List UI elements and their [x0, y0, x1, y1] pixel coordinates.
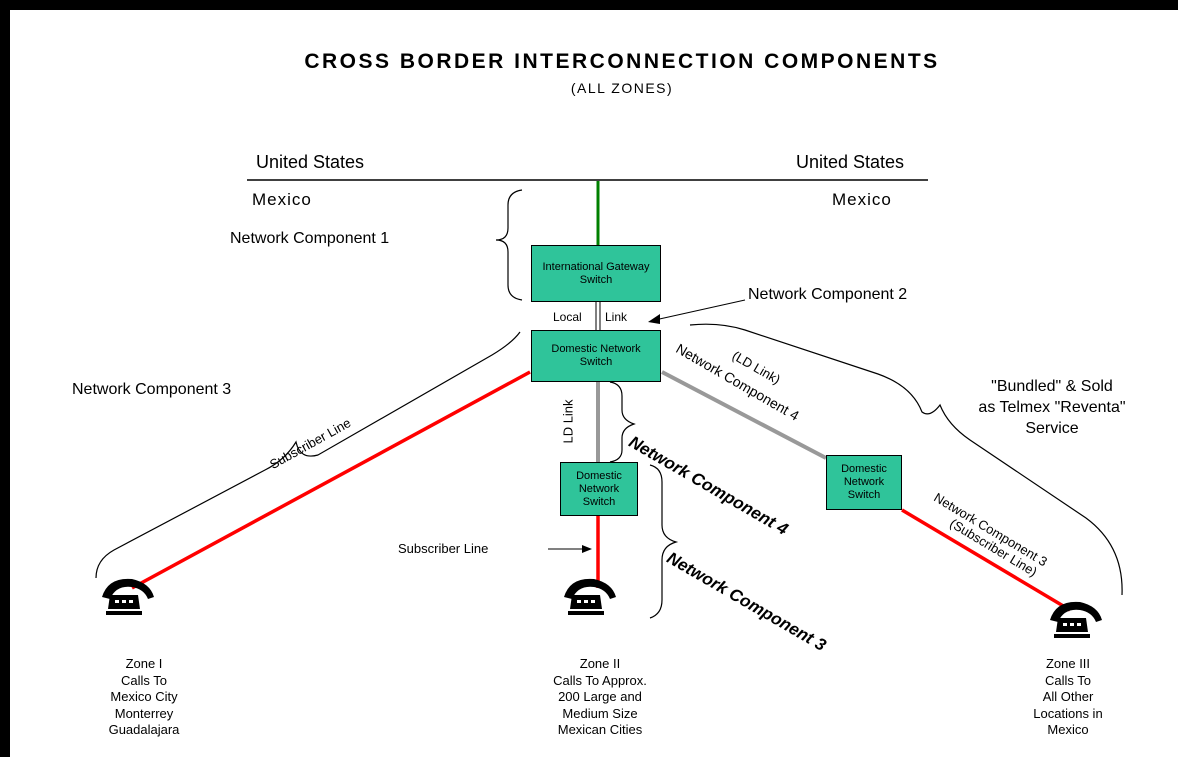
- domestic-network-switch-right: Domestic Network Switch: [826, 455, 902, 510]
- label-us-right: United States: [796, 152, 905, 172]
- label-network-component-1: Network Component 1: [230, 230, 390, 247]
- brace-bundled: [689, 323, 1123, 596]
- diagram-subtitle: (ALL ZONES): [571, 80, 673, 96]
- box-label: International Gateway Switch: [542, 260, 650, 286]
- label-subscriber-line-mid: Subscriber Line: [398, 541, 489, 556]
- zone-1-label: Zone I Calls To Mexico City Monterrey Gu…: [108, 656, 180, 737]
- subscriber-line-right: [901, 508, 1071, 612]
- subscriber-line-left: [131, 370, 531, 590]
- label-mexico-left: Mexico: [252, 190, 312, 209]
- brace-nc3-left: [95, 331, 521, 579]
- label-us-left: United States: [256, 152, 365, 172]
- telephone-icon: [1050, 601, 1102, 638]
- telephone-icon: [102, 578, 154, 615]
- label-local: Local: [553, 310, 582, 324]
- telephone-icon: [564, 578, 616, 615]
- box-label: Domestic Network Switch: [551, 343, 641, 368]
- nc2-arrow-line: [654, 299, 746, 321]
- brace-nc1: [495, 189, 523, 301]
- brace-nc3-mid: [649, 464, 679, 619]
- zone-3-label: Zone III Calls To All Other Locations in…: [1033, 656, 1103, 737]
- box-label: Domestic Network Switch: [576, 469, 622, 508]
- international-gateway-switch: International Gateway Switch: [531, 245, 661, 302]
- label-link: Link: [605, 310, 628, 324]
- label-ld-link-vertical: LD Link: [560, 399, 576, 444]
- sub-arrow-head: [582, 545, 592, 553]
- zone-2-label: Zone II Calls To Approx. 200 Large and M…: [553, 656, 647, 737]
- brace-nc4-mid: [609, 381, 636, 463]
- nc2-arrow-head: [648, 314, 660, 324]
- box-label: Domestic Network Switch: [841, 463, 887, 501]
- ld-link-diagonal-line: [661, 370, 827, 460]
- domestic-network-switch-mid: Domestic Network Switch: [560, 462, 638, 516]
- domestic-network-switch-top: Domestic Network Switch: [531, 330, 661, 382]
- label-network-component-3-left: Network Component 3: [72, 381, 232, 398]
- label-network-component-2: Network Component 2: [748, 286, 908, 303]
- label-bundled-service: "Bundled" & Sold as Telmex "Reventa" Ser…: [978, 378, 1126, 437]
- label-mexico-right: Mexico: [832, 190, 892, 209]
- diagram-title: CROSS BORDER INTERCONNECTION COMPONENTS: [304, 50, 939, 73]
